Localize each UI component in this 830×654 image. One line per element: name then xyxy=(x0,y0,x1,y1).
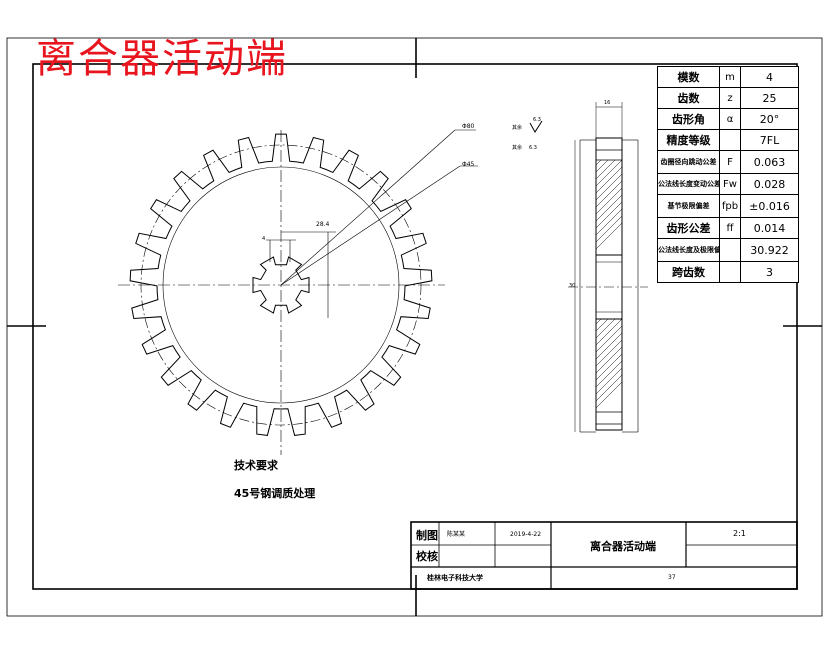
spline-hub xyxy=(252,256,310,314)
param-symbol xyxy=(719,129,741,151)
gear-section-view xyxy=(568,102,648,433)
param-value: 0.014 xyxy=(740,217,799,239)
overlay-title: 离合器活动端 xyxy=(36,36,288,82)
hatch-line xyxy=(595,346,623,374)
param-symbol: m xyxy=(719,66,741,88)
outer-dia-leader xyxy=(280,129,456,286)
param-row: 跨齿数 3 xyxy=(657,261,799,283)
param-value: 20° xyxy=(740,108,799,130)
hatch-line xyxy=(595,318,623,346)
param-symbol: α xyxy=(719,108,741,130)
hatch-line xyxy=(595,318,602,325)
hatch-line xyxy=(595,159,609,173)
roughness-value: 6.3 xyxy=(533,117,541,123)
outer-border xyxy=(6,37,823,617)
section-left-mark: 30 xyxy=(569,283,576,289)
roughness-label-2: 其余 xyxy=(512,145,523,151)
hatch-line xyxy=(595,339,623,367)
roughness-note: 6.3 xyxy=(529,145,537,151)
param-value: 7FL xyxy=(740,129,799,151)
param-name: 精度等级 xyxy=(657,129,720,151)
hatch-line xyxy=(595,208,623,236)
param-row: 精度等级 7FL xyxy=(657,129,799,151)
title-block-scale: 2:1 xyxy=(733,529,746,538)
root-diameter-label: Φ45 xyxy=(462,161,475,168)
hatch-line xyxy=(595,166,623,194)
param-symbol: ff xyxy=(719,217,741,239)
hatch-line xyxy=(595,159,602,166)
title-block-date: 2019-4-22 xyxy=(510,531,542,538)
title-block-lines xyxy=(410,521,798,590)
hatch-line xyxy=(595,222,623,250)
param-name: 公法线长度变动公差 xyxy=(657,173,720,195)
hatch-line xyxy=(595,159,616,180)
hatch-line xyxy=(595,201,623,229)
param-value: 30.922 xyxy=(740,238,799,262)
title-block-school: 桂林电子科技大学 xyxy=(427,574,483,582)
hatch-line xyxy=(595,215,623,243)
param-symbol: Fw xyxy=(719,173,741,195)
title-block-border xyxy=(410,521,798,590)
hatch-line xyxy=(595,381,623,409)
roughness-label-1: 其余 xyxy=(512,125,523,131)
gear-front-view xyxy=(118,129,478,455)
param-symbol xyxy=(719,261,741,283)
title-block-part-name: 离合器活动端 xyxy=(590,540,656,553)
title-block-sheet: 37 xyxy=(668,574,676,581)
hatch-line xyxy=(595,360,623,388)
param-name: 基节极限偏差 xyxy=(657,194,720,218)
hatch-line xyxy=(595,367,623,395)
param-value: 3 xyxy=(740,261,799,283)
hatch-line xyxy=(595,173,623,201)
hatch-line xyxy=(595,374,623,402)
param-symbol xyxy=(719,238,741,262)
title-block-drafter-name: 陈某某 xyxy=(447,531,466,538)
hatch-line xyxy=(595,159,623,187)
param-symbol: z xyxy=(719,87,741,109)
hub-dimension-label: 28.4 xyxy=(316,221,330,228)
small-dimension-label: 4 xyxy=(262,236,266,242)
title-block-checked-label: 校核 xyxy=(416,550,438,563)
outer-diameter-label: Φ80 xyxy=(462,123,475,130)
param-row: 公法线长度及极限偏差 30.922 xyxy=(657,238,799,262)
width-dimension-label: 16 xyxy=(604,100,611,106)
hatch-line xyxy=(595,325,623,353)
param-name: 齿形公差 xyxy=(657,217,720,239)
param-name: 跨齿数 xyxy=(657,261,720,283)
gear-tooth-profile xyxy=(129,133,433,436)
param-value: 4 xyxy=(740,66,799,88)
root-dia-leader xyxy=(280,165,461,286)
hatch-line xyxy=(595,332,623,360)
title-block-drawn-label: 制图 xyxy=(416,529,438,542)
param-value: ±0.016 xyxy=(740,194,799,218)
param-value: 25 xyxy=(740,87,799,109)
hatch-line xyxy=(595,187,623,215)
hatch-line xyxy=(595,318,616,339)
param-symbol: F xyxy=(719,150,741,174)
roughness-check-icon xyxy=(529,120,543,133)
param-symbol: fpb xyxy=(719,194,741,218)
tech-heading: 技术要求 xyxy=(234,459,278,472)
param-value: 0.063 xyxy=(740,150,799,174)
hatch-line xyxy=(595,318,609,332)
param-name: 齿圈径向跳动公差 xyxy=(657,150,720,174)
hatch-line xyxy=(595,353,623,381)
tech-note: 45号钢调质处理 xyxy=(234,487,316,500)
param-name: 公法线长度及极限偏差 xyxy=(657,238,720,262)
param-name: 模数 xyxy=(657,66,720,88)
param-name: 齿数 xyxy=(657,87,720,109)
hatch-line xyxy=(595,194,623,222)
hatch-line xyxy=(595,180,623,208)
param-value: 0.028 xyxy=(740,173,799,195)
param-name: 齿形角 xyxy=(657,108,720,130)
